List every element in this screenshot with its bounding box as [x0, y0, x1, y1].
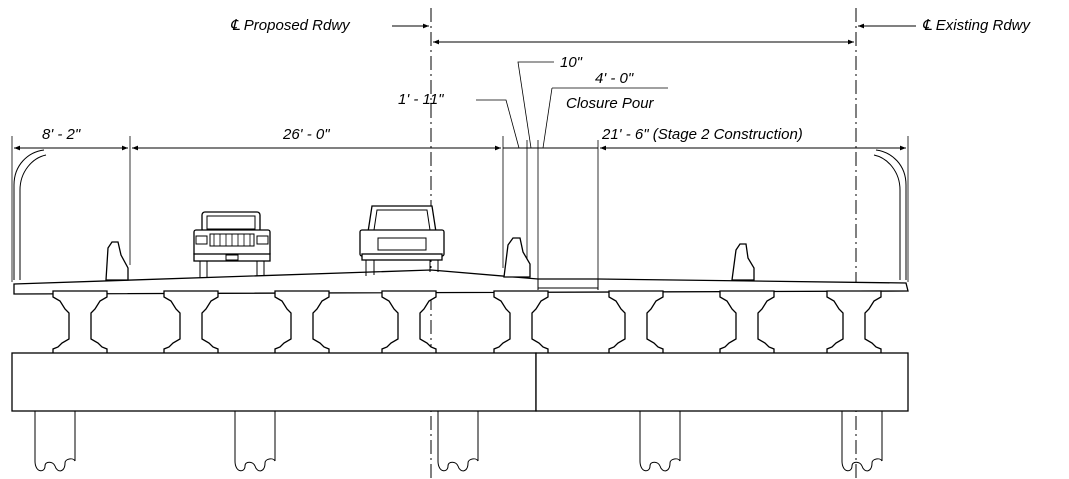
barrier-gap-leader: [476, 99, 520, 149]
barrier-left: [105, 241, 129, 281]
existing-rdwy-label: ℄ Existing Rdwy: [922, 17, 1031, 34]
left-overhang-label: 8' - 2": [42, 126, 81, 143]
joint-dim-label: 10": [560, 54, 583, 71]
closure-dim-label: 4' - 0": [595, 70, 634, 87]
piles: [34, 410, 883, 472]
right-railing: [875, 149, 907, 280]
girders: [52, 290, 882, 358]
barrier-center: [503, 237, 531, 278]
car-rear-view: [359, 205, 445, 276]
stage2-label: 21' - 6" (Stage 2 Construction): [601, 126, 803, 143]
left-railing: [13, 149, 45, 280]
pier-cap-stage2: [535, 352, 909, 412]
proposed-rdwy-label: ℄ Proposed Rdwy: [230, 17, 351, 34]
truck-front-view: [193, 211, 271, 278]
closure-pour-label: Closure Pour: [566, 95, 655, 112]
joint-leader: [517, 61, 554, 149]
barrier-gap-dim-label: 1' - 11": [398, 91, 444, 108]
closure-leader: [542, 87, 553, 149]
pier-cap-stage1: [11, 352, 537, 412]
barrier-right: [731, 243, 755, 281]
stage1-width-label: 26' - 0": [282, 126, 330, 143]
deck-slab: [13, 269, 909, 295]
